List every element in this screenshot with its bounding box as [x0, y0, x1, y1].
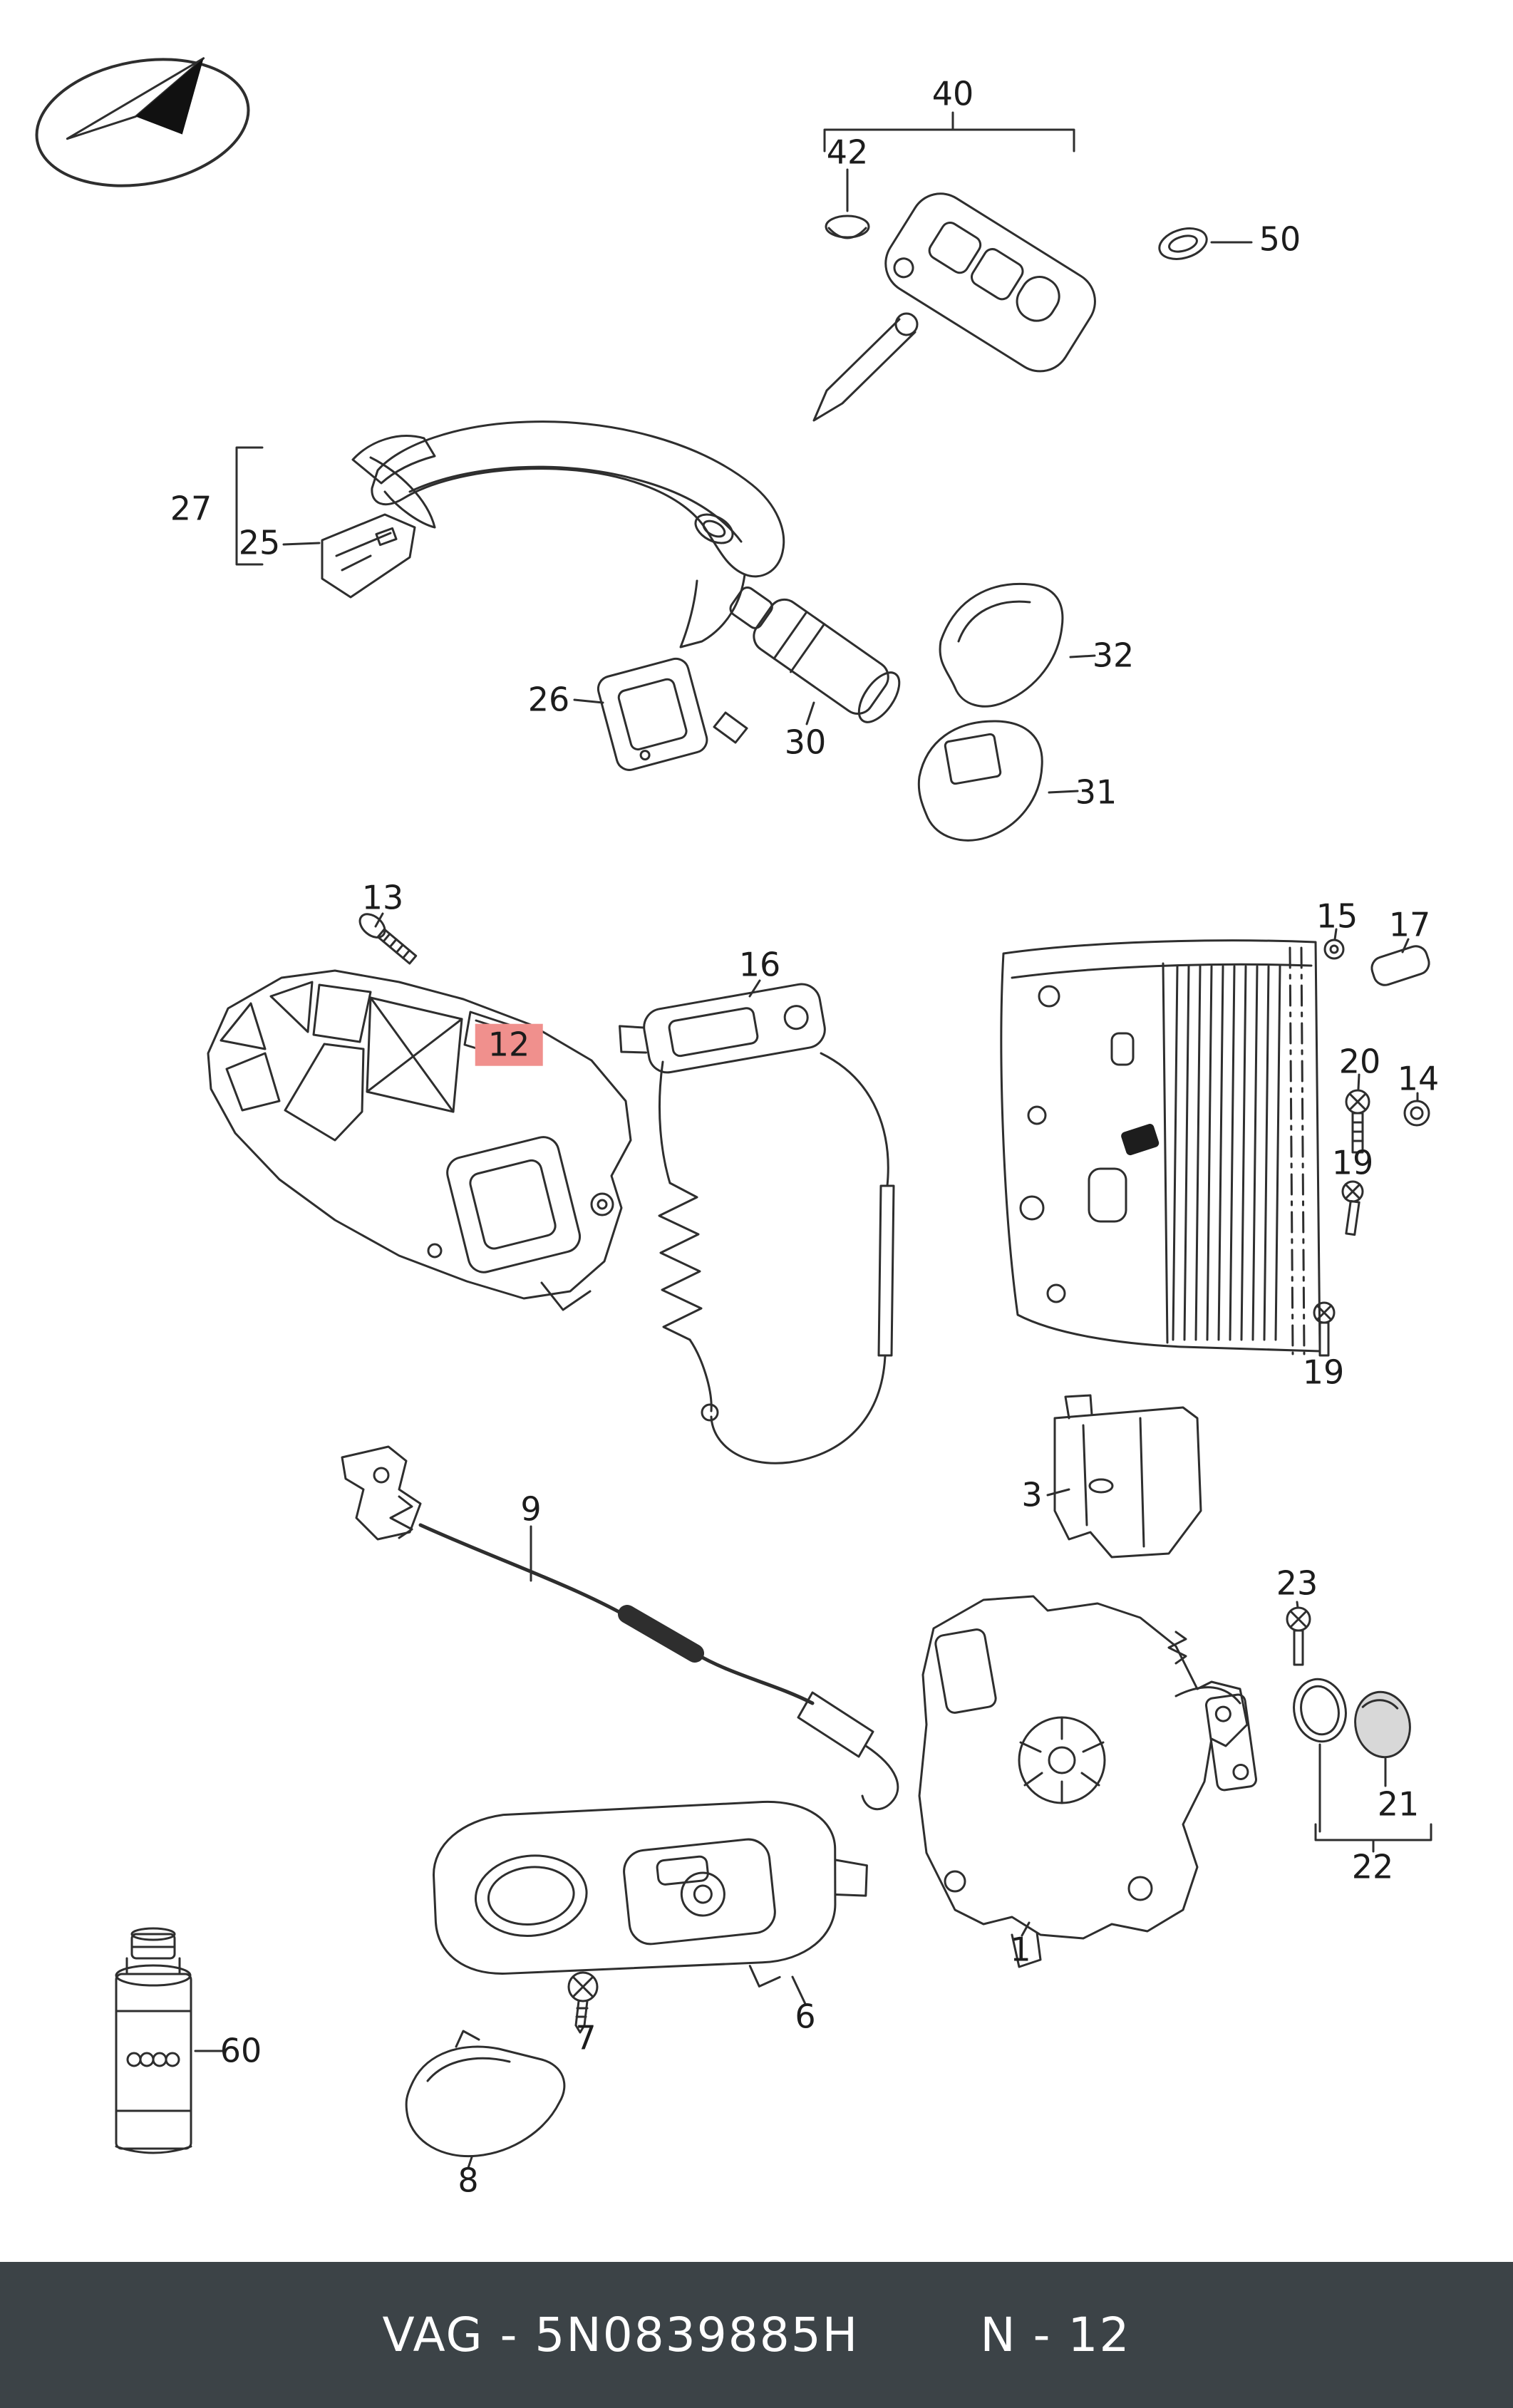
part-26-plate	[573, 657, 708, 771]
part-27-handle	[235, 420, 785, 648]
part-8-cover	[405, 2030, 566, 2169]
part-31-cap	[917, 720, 1079, 842]
vag-logo-icon	[35, 57, 250, 187]
part-15-washer	[1323, 928, 1345, 960]
part-40-key-remote	[812, 111, 1096, 422]
part-6-bezel	[433, 1800, 868, 2005]
part-60-spray-can	[115, 1927, 224, 2154]
door-frame-section	[1000, 939, 1321, 1355]
part-20-screw	[1345, 1073, 1370, 1154]
part-32-cap	[939, 582, 1096, 708]
part-25-trim	[282, 513, 416, 599]
part-14-nut	[1403, 1092, 1430, 1127]
part-23-screw	[1286, 1601, 1311, 1666]
part-21-22-discs	[1293, 1678, 1432, 1853]
part-42-cap	[825, 168, 870, 239]
part-1-door-lock	[918, 1595, 1257, 1968]
part-30-lock-cylinder	[713, 586, 901, 744]
footer-bar: VAG - 5N0839885H N - 12	[0, 2262, 1513, 2408]
part-13-screw	[358, 912, 418, 965]
part-7-screw	[567, 1971, 599, 2034]
part-16-actuator-cable	[619, 979, 895, 1464]
part-3-bracket	[1046, 1394, 1202, 1559]
part-19-screw-lower	[1313, 1301, 1336, 1357]
part-19-screw-upper	[1341, 1180, 1364, 1236]
part-50-seal	[1158, 227, 1253, 260]
footer-page-code: N - 12	[980, 2308, 1131, 2362]
footer-part-code: VAG - 5N0839885H	[382, 2308, 859, 2362]
part-9-cable	[341, 1445, 899, 1811]
part-17-cap	[1370, 938, 1430, 986]
part-12-carrier	[207, 969, 632, 1311]
